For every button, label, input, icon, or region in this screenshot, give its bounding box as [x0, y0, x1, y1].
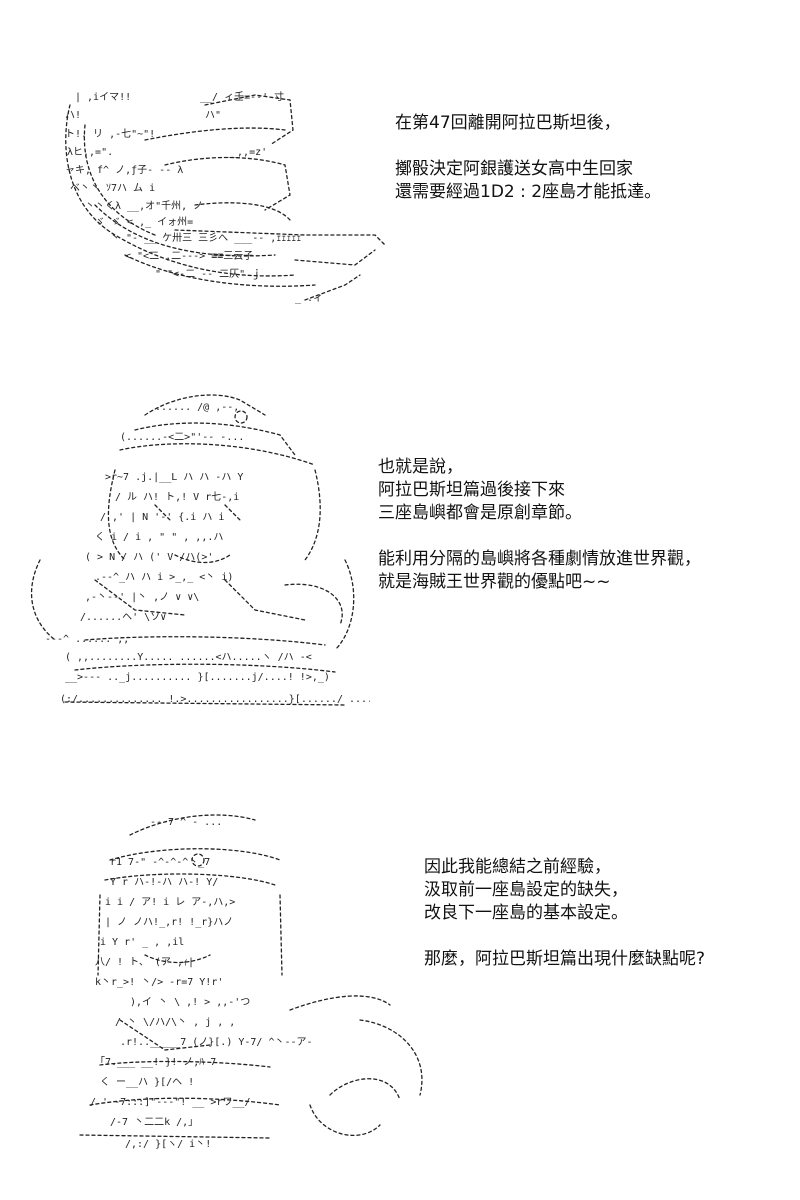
- svg-text:「7.___ __! }! ノ,ﾊ 7: 「7.___ __! }! ノ,ﾊ 7: [95, 1056, 216, 1068]
- svg-text:丶 "- __ ケ卅三 三彡へ ___-- ,ｪｪｪｪ: 丶 "- __ ケ卅三 三彡へ ___-- ,ｪｪｪｪｪ: [110, 232, 301, 244]
- panel-3: ---7 ^ - ... r1 7-" -^-^-^丶_7 Y r ハ-!-ハ …: [0, 780, 800, 1200]
- svg-text:Y r ハ-!-ハ ハ-! Y/: Y r ハ-!-ハ ハ-! Y/: [110, 877, 218, 888]
- svg-text:λヒ,,=".: λヒ,,=".: [67, 146, 113, 158]
- pirate-character-ascii-art: ...... /@ ,--, (......-<二>"'-- -... >r~7…: [30, 394, 370, 706]
- panel-3-line-5: 那麼，阿拉巴斯坦篇出現什麼缺點呢?: [424, 949, 706, 969]
- panel-2-line-2: 阿拉巴斯坦篇過後接下來: [378, 480, 565, 500]
- svg-text:丶丶くλ __,オ"千州, ノ: 丶丶くλ __,オ"千州, ノ: [85, 200, 203, 212]
- svg-text:< "<二 ,二---> ≡≡三云子: < "<二 ,二---> ≡≡三云子: [125, 250, 253, 262]
- panel-2: ...... /@ ,--, (......-<二>"'-- -... >r~7…: [0, 360, 800, 780]
- svg-text:/......ヘ' \ソ∨: /......ヘ' \ソ∨: [80, 612, 166, 623]
- svg-text:ゞ ゞ < ,_ イォ州=: ゞ ゞ < ,_ イォ州=: [95, 216, 193, 228]
- panel-1: | ,iイマ!! __/ ィ壬=--' 寸 ハ! ハ" ト!. リ ,-七"~"…: [0, 0, 800, 360]
- panel-1-spacer: [395, 135, 661, 158]
- svg-text:i i / ア! i レ ア-,ハ,>: i i / ア! i レ ア-,ハ,>: [105, 897, 235, 908]
- svg-text:( ,,........Y..... ......<ハ..: ( ,,........Y..... ......<ハ.....ヽ /ハ -<: [65, 652, 312, 663]
- svg-text:(......-<二>"'-- -...: (......-<二>"'-- -...: [120, 432, 244, 443]
- svg-text:八/ ! ト、 (ア ,ｨ|: 八/ ! ト、 (ア ,ｨ|: [95, 957, 194, 968]
- svg-text:ハ": ハ": [205, 110, 221, 121]
- svg-text:| ノ ノハ!_,r! !_r}ハノ: | ノ ノハ!_,r! !_r}ハノ: [105, 917, 233, 928]
- svg-text:( > N / ハ (' V /ハ(>': ( > N / ハ (' V /ハ(>': [85, 552, 213, 563]
- svg-text:ハ!: ハ!: [65, 110, 81, 121]
- svg-text:__/ ィ壬=--' 寸: __/ ィ壬=--' 寸: [200, 90, 284, 103]
- svg-text:...... /@ ,--,: ...... /@ ,--,: [155, 402, 239, 413]
- svg-text:(:/.............. !.>.........: (:/.............. !.>.................}[…: [60, 694, 370, 705]
- svg-text:---7 ^ - ...: ---7 ^ - ...: [150, 817, 222, 828]
- panel-2-line-5: 能利用分隔的島嶼將各種劇情放進世界觀，: [378, 549, 701, 569]
- panel-1-line-4: 還需要經過1D2 : 2座島才能抵達。: [395, 182, 662, 202]
- panel-1-line-3: 擲骰決定阿銀護送女高中生回家: [395, 159, 633, 179]
- panel-3-line-3: 改良下一座島的基本設定。: [424, 903, 628, 923]
- svg-text:/,:/ }[ヽ/ i丶!: /,:/ }[ヽ/ i丶!: [125, 1139, 211, 1150]
- panel-2-spacer: [378, 525, 701, 548]
- svg-text:ベ丶丶 ｿ7ハ ム i: ベ丶丶 ｿ7ハ ム i: [70, 182, 155, 194]
- svg-text:>r~7 .j.|__L ハ ハ -ハ Y: >r~7 .j.|__L ハ ハ -ハ Y: [105, 472, 243, 483]
- svg-text:.r!.._____7 (ノ}[.) Y-7/ ^丶--ア: .r!.._____7 (ノ}[.) Y-7/ ^丶--ア-: [120, 1037, 313, 1048]
- svg-text:く ー__ハ }[/ヘ !: く ー__ハ }[/ヘ !: [100, 1077, 194, 1088]
- svg-text:ト!. リ ,-七"~"!: ト!. リ ,-七"~"!: [65, 128, 155, 140]
- panel-1-text: 在第47回離開阿拉巴斯坦後， 擲骰決定阿銀護送女高中生回家 還需要經過1D2 :…: [395, 112, 661, 204]
- svg-text:_ .ィ: _ .ィ: [295, 293, 323, 304]
- panel-3-line-2: 汲取前一座島設定的缺失，: [424, 880, 628, 900]
- ship-with-waves-ascii-art: | ,iイマ!! __/ ィ壬=--' 寸 ハ! ハ" ト!. リ ,-七"~"…: [65, 90, 386, 304]
- svg-text:ャキ, f^ ノ,ƒ子- -- λ: ャキ, f^ ノ,ƒ子- -- λ: [65, 164, 183, 176]
- panel-1-line-1: 在第47回離開阿拉巴斯坦後，: [395, 113, 621, 133]
- panel-2-line-1: 也就是說，: [378, 457, 463, 477]
- svg-text:i Y r' _ , ,il: i Y r' _ , ,il: [100, 937, 184, 948]
- svg-text:,-丶--' |丶 ,ノ ∨ ∨\: ,-丶--' |丶 ,ノ ∨ ∨\: [85, 592, 199, 603]
- svg-text:__,,=z': __,,=z': [225, 147, 267, 158]
- panel-2-text: 也就是說， 阿拉巴斯坦篇過後接下來 三座島嶼都會是原創章節。 能利用分隔的島嶼將…: [378, 456, 701, 594]
- panel-3-text: 因此我能總結之前經驗， 汲取前一座島設定的缺失， 改良下一座島的基本設定。 那麼…: [424, 856, 705, 971]
- svg-text:r1 7-" -^-^-^丶_7: r1 7-" -^-^-^丶_7: [110, 857, 210, 868]
- svg-text:/-7 丶二二k /,」: /-7 丶二二k /,」: [110, 1117, 198, 1128]
- svg-text:/ 丶 \/ハ/\丶 , j , ,: / 丶 \/ハ/\丶 , j , ,: [115, 1017, 235, 1028]
- panel-3-spacer: [424, 925, 705, 948]
- panel-2-line-3: 三座島嶼都會是原創章節。: [378, 503, 582, 523]
- svg-text:| ,iイマ!!: | ,iイマ!!: [75, 92, 131, 103]
- svg-text:__>--- .._j.......... }[......: __>--- .._j.......... }[.......j/....! !…: [65, 672, 330, 683]
- svg-text:),イ 丶 \ ,! > ,,-'つ: ),イ 丶 \ ,! > ,,-'つ: [130, 997, 250, 1008]
- svg-text:" "<-二 -- 二仄" ｊ: " "<-二 -- 二仄" ｊ: [155, 268, 261, 280]
- pirate-character-with-tail-ascii-art: ---7 ^ - ... r1 7-" -^-^-^丶_7 Y r ハ-!-ハ …: [79, 814, 423, 1150]
- svg-text:k丶r_>! 丶/> -r=7 Y!r': k丶r_>! 丶/> -r=7 Y!r': [95, 977, 223, 988]
- panel-2-line-6: 就是海賊王世界觀的優點吧~~: [378, 572, 611, 592]
- svg-text:.--^_ハ ハ i >_,_ <丶 i): .--^_ハ ハ i >_,_ <丶 i): [95, 572, 233, 583]
- svg-text:/ ル ハ! ト,! V r七-,i: / ル ハ! ト,! V r七-,i: [115, 491, 239, 503]
- svg-text:---^ ...... ,,: ---^ ...... ,,: [45, 634, 129, 645]
- panel-3-line-1: 因此我能總結之前經驗，: [424, 857, 611, 877]
- svg-text:/ ' -7:::]"---"! __ >rワ__/: / ' -7:::]"---"! __ >rワ__/: [90, 1097, 251, 1108]
- svg-text:く i / i , " " , ,,.ハ: く i / i , " " , ,,.ハ: [95, 532, 223, 543]
- svg-text:/ ,' | N '-' {.i ハ i: / ,' | N '-' {.i ハ i: [100, 512, 224, 523]
